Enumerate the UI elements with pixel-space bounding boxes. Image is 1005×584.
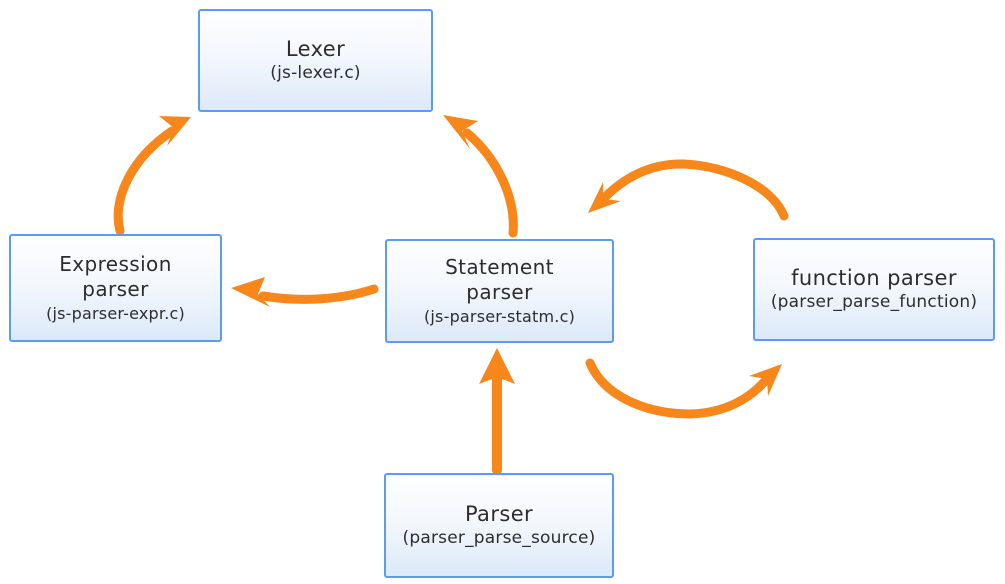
- node-statement-parser-subtitle: (js-parser-statm.c): [423, 306, 576, 326]
- edge-function-to-statement-arrowhead: [588, 182, 621, 213]
- node-function-parser-title: function parser: [791, 266, 957, 290]
- edge-statement-to-lexer-path: [462, 128, 518, 238]
- edge-statement-to-function-arrowhead: [749, 364, 782, 396]
- edge-expression-to-lexer-path: [113, 126, 177, 236]
- node-statement-parser[interactable]: Statement parser (js-parser-statm.c): [385, 239, 614, 343]
- node-parser-subtitle: (parser_parse_source): [402, 528, 596, 548]
- node-statement-parser-title-line1: Statement: [445, 254, 554, 279]
- edge-function-to-statement-path: [599, 159, 789, 221]
- edge-statement-to-function-path: [585, 358, 770, 419]
- edge-parser-to-statement: [479, 348, 515, 475]
- node-parser-title: Parser: [464, 502, 534, 526]
- edge-statement-to-expression: [231, 277, 379, 307]
- node-expression-parser-title-line2: parser: [82, 276, 149, 301]
- node-function-parser-subtitle: (parser_parse_function): [770, 292, 978, 312]
- node-expression-parser-title-line1: Expression: [59, 251, 172, 276]
- edge-parser-to-statement-arrowhead: [479, 348, 515, 384]
- node-lexer-title: Lexer: [285, 37, 346, 61]
- edge-expression-to-lexer-arrowhead: [159, 116, 191, 146]
- node-lexer-subtitle: (js-lexer.c): [270, 63, 361, 83]
- edge-statement-to-lexer: [443, 115, 518, 238]
- node-statement-parser-title-line2: parser: [466, 279, 533, 304]
- node-lexer[interactable]: Lexer (js-lexer.c): [198, 9, 433, 112]
- edge-statement-to-expression-arrowhead: [231, 277, 270, 307]
- edge-statement-to-function: [585, 358, 782, 419]
- node-function-parser[interactable]: function parser (parser_parse_function): [753, 238, 995, 341]
- edge-statement-to-lexer-arrowhead: [443, 115, 478, 149]
- edge-function-to-statement: [588, 159, 789, 221]
- node-parser[interactable]: Parser (parser_parse_source): [384, 473, 614, 578]
- edge-statement-to-expression-path: [258, 284, 379, 304]
- node-expression-parser-subtitle: (js-parser-expr.c): [46, 303, 185, 323]
- node-expression-parser[interactable]: Expression parser (js-parser-expr.c): [9, 234, 222, 342]
- edge-expression-to-lexer: [113, 116, 191, 236]
